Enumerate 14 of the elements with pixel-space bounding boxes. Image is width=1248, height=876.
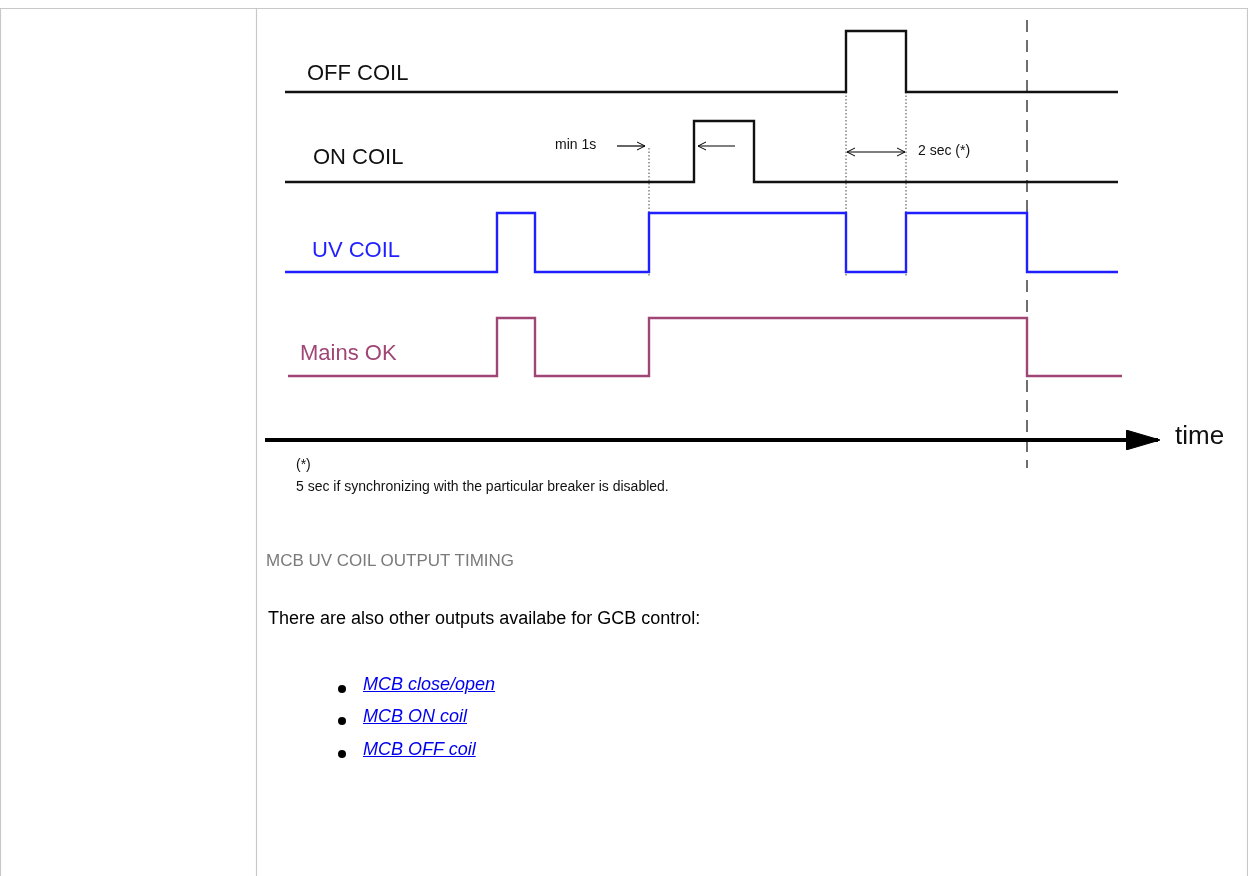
signal-label: UV COIL [312, 237, 401, 263]
link: MCB close/open [363, 674, 496, 695]
link: MCB ON coil [363, 706, 467, 727]
footnote-mark: (*) [296, 456, 311, 473]
signal-label: Mains OK [300, 340, 397, 366]
footnote-text: 5 sec if synchronizing with the particular breaker is disabled. [296, 477, 670, 496]
axis-label: time [1175, 421, 1225, 451]
timing-note: min 1s [555, 136, 597, 153]
timing-note: 2 sec (*) [918, 142, 971, 159]
signal-label: ON COIL [313, 144, 404, 170]
signal-label: OFF COIL [307, 60, 409, 86]
figure-caption: MCB UV COIL OUTPUT TIMING [266, 551, 515, 571]
paragraph: There are also other outputs availabe for GCB control: [268, 608, 701, 629]
link: MCB OFF coil [363, 739, 476, 760]
